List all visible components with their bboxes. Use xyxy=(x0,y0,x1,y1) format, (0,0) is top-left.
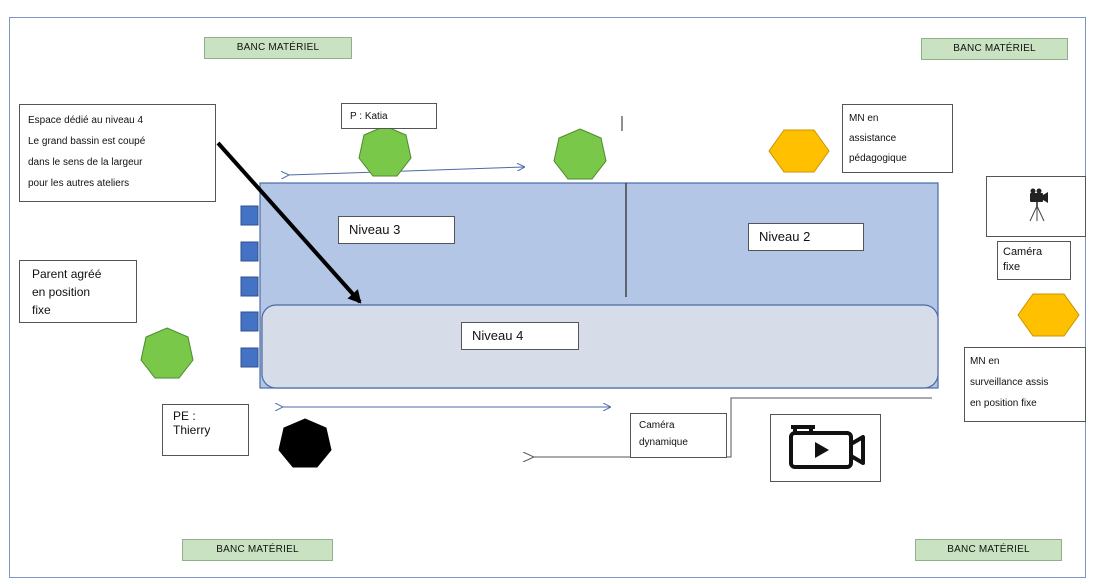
camera-dynamique-box xyxy=(770,414,881,482)
orange-marker-top xyxy=(768,129,830,173)
niveau-3-label: Niveau 3 xyxy=(338,216,455,244)
tripod-camera-icon xyxy=(1029,188,1048,222)
parent-line-2: en position xyxy=(32,285,91,299)
banc-materiel-bottom-left: BANC MATÉRIEL xyxy=(182,539,333,561)
mn-surveillance-label: MN en surveillance assis en position fix… xyxy=(964,347,1086,422)
camera-dynamique-label: Caméra dynamique xyxy=(630,413,727,458)
block-marker-3 xyxy=(240,276,259,297)
mn-surv-line-2: surveillance assis xyxy=(970,377,1049,388)
banc-materiel-top-left: BANC MATÉRIEL xyxy=(204,37,352,59)
espace-line-3: dans le sens de la largeur xyxy=(28,157,143,168)
camera-fixe-label: Caméra fixe xyxy=(997,241,1071,280)
orange-marker-right xyxy=(1017,293,1080,337)
camera-fixe-line-1: Caméra xyxy=(1003,246,1043,258)
block-marker-2 xyxy=(240,241,259,262)
double-arrow-top xyxy=(288,167,524,175)
camera-fixe-line-2: fixe xyxy=(1003,261,1021,273)
niveau4-zone xyxy=(261,304,939,389)
camera-dyn-line-2: dynamique xyxy=(639,437,688,448)
green-marker-top-middle xyxy=(553,128,607,180)
pe-line-1: PE : xyxy=(173,409,196,423)
mn-assist-line-3: pédagogique xyxy=(849,153,907,164)
block-marker-5 xyxy=(240,347,259,368)
mn-assistance-label: MN en assistance pédagogique xyxy=(842,104,953,173)
mn-surv-line-3: en position fixe xyxy=(970,398,1037,409)
black-marker xyxy=(278,418,332,468)
parent-agree-label: Parent agréé en position fixe xyxy=(19,260,137,323)
espace-line-4: pour les autres ateliers xyxy=(28,178,130,189)
espace-niveau4-note: Espace dédié au niveau 4 Le grand bassin… xyxy=(19,104,216,202)
pe-thierry-label: PE : Thierry xyxy=(162,404,249,456)
espace-line-1: Espace dédié au niveau 4 xyxy=(28,115,144,126)
green-marker-top-left xyxy=(358,125,412,177)
diagram-frame xyxy=(9,17,1086,578)
camera-dyn-line-1: Caméra xyxy=(639,420,675,431)
niveau-4-label: Niveau 4 xyxy=(461,322,579,350)
video-camera-icon xyxy=(789,425,865,469)
katia-label: P : Katia xyxy=(341,103,437,129)
camera-fixe-box xyxy=(986,176,1086,237)
mn-surv-line-1: MN en xyxy=(970,356,1000,367)
banc-materiel-top-right: BANC MATÉRIEL xyxy=(921,38,1068,60)
mn-assist-line-2: assistance xyxy=(849,133,897,144)
pe-line-2: Thierry xyxy=(173,423,211,437)
parent-line-3: fixe xyxy=(32,303,51,317)
block-marker-4 xyxy=(240,311,259,332)
mn-assist-line-1: MN en xyxy=(849,113,879,124)
niveau4-pointer-arrow xyxy=(216,141,362,304)
green-marker-left xyxy=(140,327,194,379)
espace-line-2: Le grand bassin est coupé xyxy=(28,136,146,147)
niveau-2-label: Niveau 2 xyxy=(748,223,864,251)
parent-line-1: Parent agréé xyxy=(32,267,102,281)
banc-materiel-bottom-right: BANC MATÉRIEL xyxy=(915,539,1062,561)
block-marker-1 xyxy=(240,205,259,226)
